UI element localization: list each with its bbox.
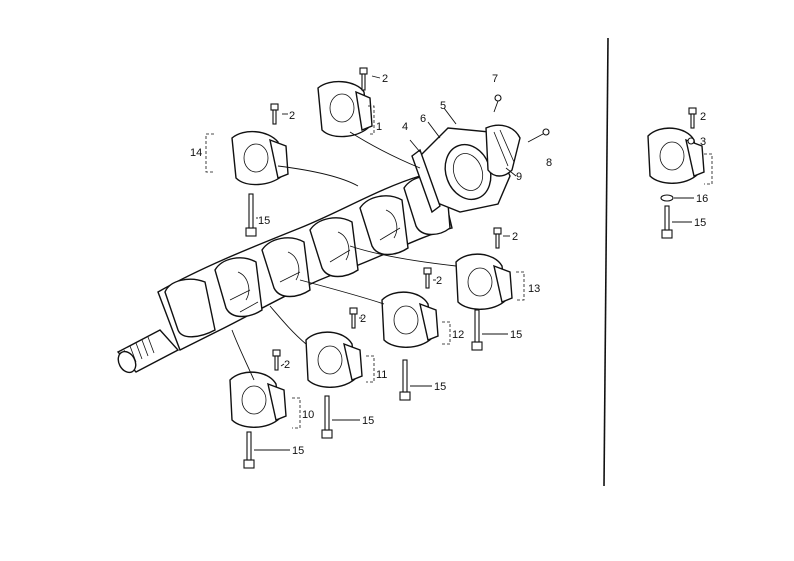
callout-2-mid: 2 [436, 275, 442, 287]
callout-11: 11 [376, 369, 387, 381]
callout-2-upper-a: 2 [382, 73, 388, 85]
rear-seal-housing [411, 94, 550, 214]
callout-10: 10 [302, 409, 314, 421]
callout-5: 5 [440, 100, 446, 112]
callout-15-lower-left-b: 15 [292, 445, 304, 457]
section-divider [603, 37, 609, 487]
callout-9: 9 [516, 171, 522, 183]
callout-4: 4 [402, 121, 408, 133]
callout-8: 8 [546, 157, 552, 169]
bearing-cap-11 [305, 331, 375, 388]
callout-labels: 1 2 2 4 6 5 7 8 9 14 15 2 13 15 2 12 15 … [190, 73, 708, 457]
callout-15-mid: 15 [434, 381, 446, 393]
callout-2-upper-b: 2 [289, 110, 295, 122]
callout-15-upper: 15 [258, 215, 270, 227]
callout-3-right: 3 [700, 136, 706, 148]
leader-lines [231, 75, 694, 451]
callout-7: 7 [492, 73, 498, 85]
bearing-cap-1-upper [317, 81, 375, 138]
callout-2-lower-left: 2 [284, 359, 290, 371]
callout-15-right: 15 [694, 217, 706, 229]
bearing-cap-right [647, 127, 713, 185]
callout-15-mid-right: 15 [510, 329, 522, 341]
bearing-cap-14 [205, 131, 289, 186]
callout-16-right: 16 [696, 193, 708, 205]
bearing-cap-13 [455, 253, 525, 310]
callout-15-lower-mid: 15 [362, 415, 374, 427]
callout-12: 12 [452, 329, 464, 341]
callout-1-upper: 1 [376, 121, 382, 133]
callout-14: 14 [190, 147, 202, 159]
callout-6: 6 [420, 113, 426, 125]
callout-2-mid-right: 2 [512, 231, 518, 243]
bearing-cap-10 [229, 371, 301, 429]
callout-13: 13 [528, 283, 540, 295]
bolts [243, 67, 697, 469]
callout-2-lower-mid: 2 [360, 313, 366, 325]
callout-2-right: 2 [700, 111, 706, 123]
bearing-cap-12 [381, 291, 451, 348]
